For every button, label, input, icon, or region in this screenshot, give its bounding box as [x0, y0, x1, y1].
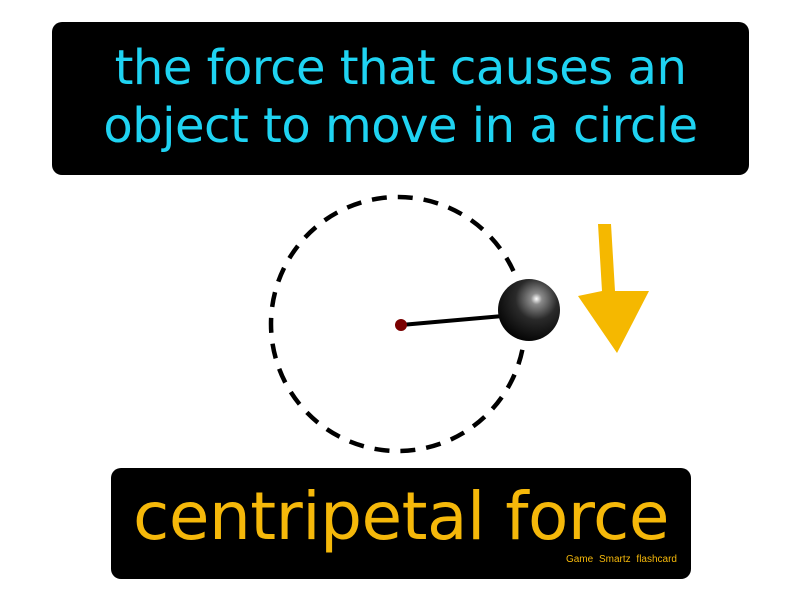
string-line	[399, 314, 505, 327]
ball	[498, 279, 560, 341]
definition-line-1: the force that causes an	[114, 39, 687, 96]
brand-label: Game Smartz flashcard	[565, 554, 677, 565]
definition-box: the force that causes an object to move …	[52, 22, 749, 175]
term-title: centripetal force	[133, 478, 669, 555]
definition-line-2: object to move in a circle	[103, 97, 698, 154]
center-pivot-dot	[395, 319, 407, 331]
circular-motion-diagram	[268, 194, 649, 454]
term-box: centripetal force Game Smartz flashcard	[111, 468, 691, 579]
force-arrow	[578, 224, 649, 353]
